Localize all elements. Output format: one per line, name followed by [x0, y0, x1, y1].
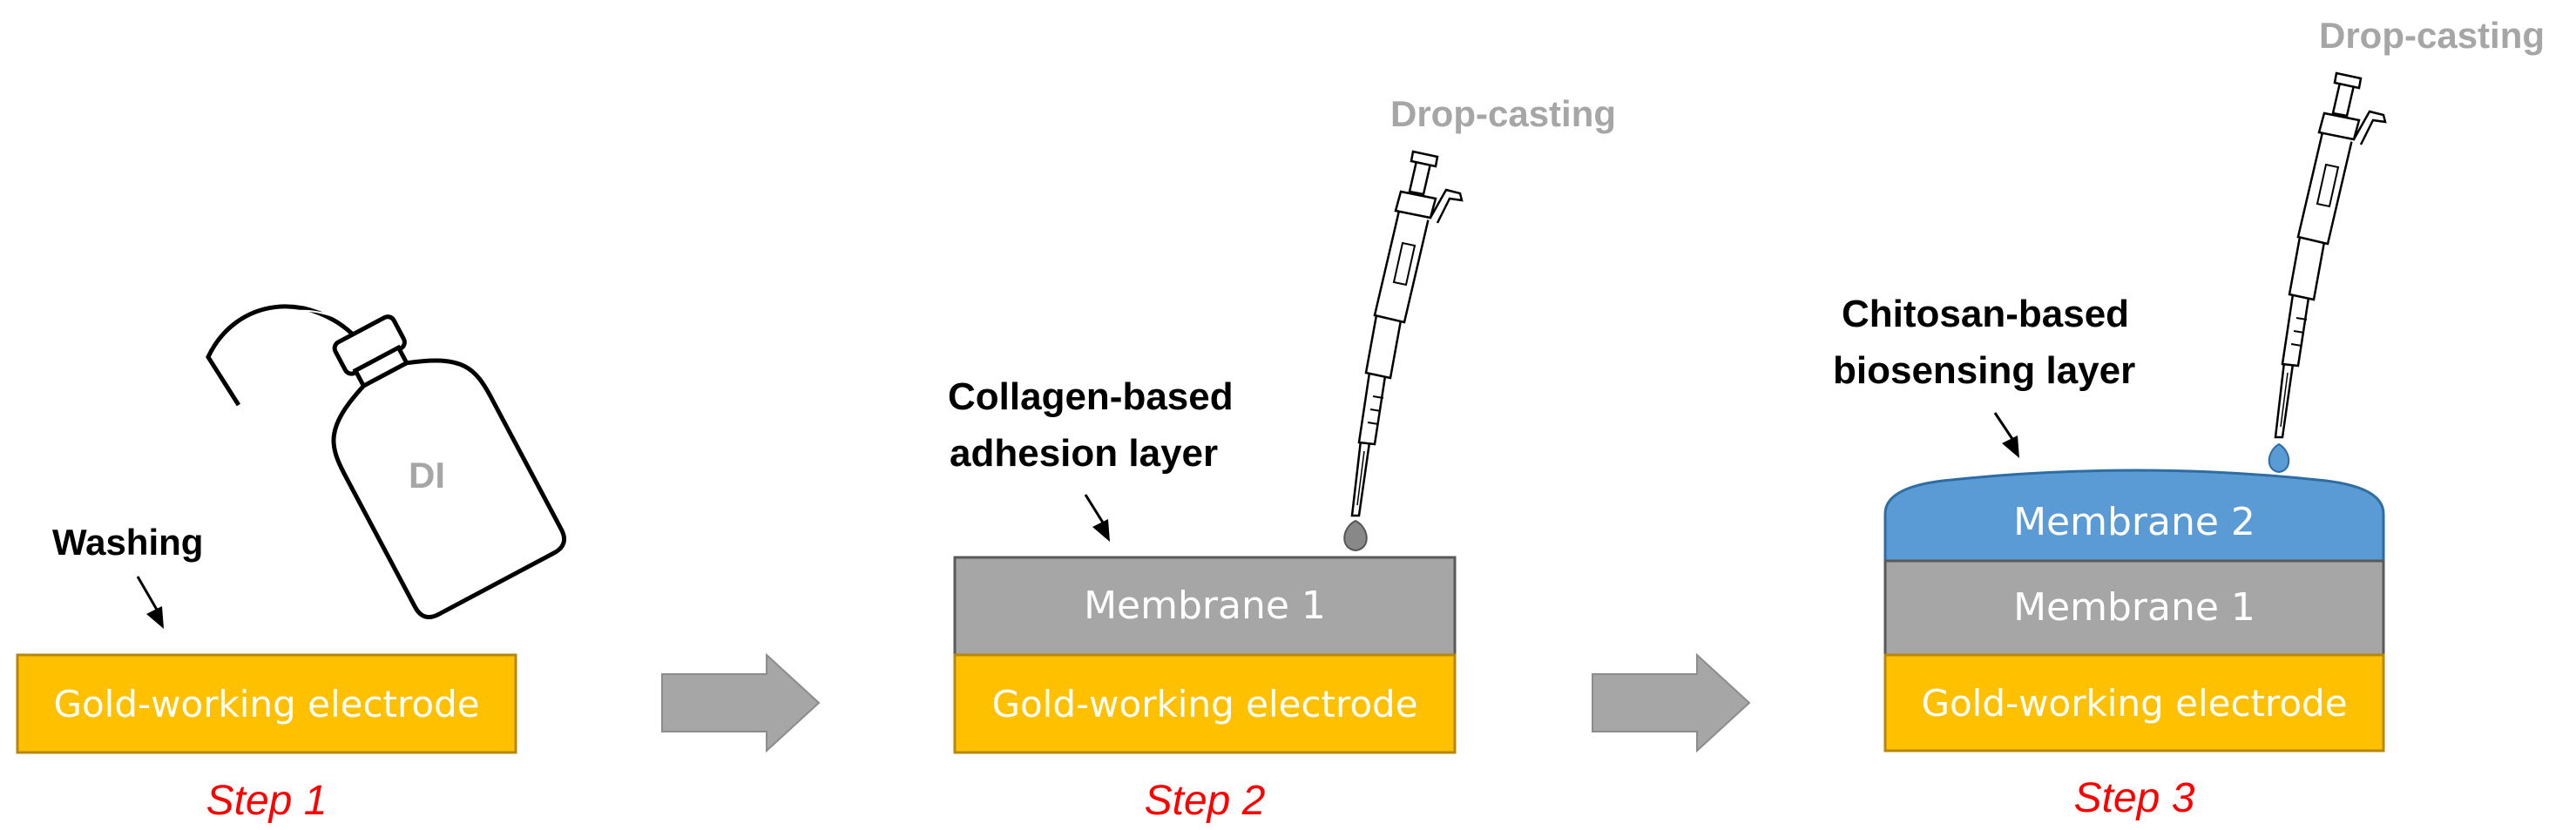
- gold-electrode-3: [1883, 653, 2385, 752]
- collagen-annotation-line2: adhesion layer: [950, 432, 1218, 475]
- gold-electrode-3-label: Gold-working electrode: [1921, 682, 2347, 725]
- chitosan-pointer: [1993, 412, 2014, 440]
- washing-annotation: Washing: [52, 522, 203, 563]
- gold-electrode-1: [16, 653, 517, 754]
- membrane1-step2-label: Membrane 1: [1084, 584, 1326, 628]
- membrane1-step3-label: Membrane 1: [2013, 585, 2255, 630]
- gold-electrode-2-label: Gold-working electrode: [991, 683, 1417, 725]
- pipette-icon: [1350, 150, 1464, 517]
- step2-label: Step 2: [1145, 778, 1266, 824]
- membrane2-step3-label: Membrane 2: [2013, 500, 2255, 544]
- bottle-label: DI: [409, 455, 445, 496]
- gold-electrode-2: [953, 653, 1457, 754]
- step2-group: Collagen-based adhesion layer Drop-casti…: [948, 93, 1616, 824]
- step1-label: Step 1: [206, 778, 328, 824]
- droplet-3: [2268, 442, 2290, 474]
- step3-group: Chitosan-based biosensing layer Drop-cas…: [1833, 15, 2545, 821]
- chitosan-pointer-head: [2002, 435, 2019, 458]
- process-arrow-icon: [1592, 654, 1750, 752]
- chitosan-annotation-line1: Chitosan-based: [1842, 293, 2129, 335]
- drop-casting-label-3: Drop-casting: [2319, 15, 2545, 56]
- step3-label: Step 3: [2074, 775, 2195, 821]
- collagen-pointer: [1084, 494, 1105, 523]
- washing-pointer: [136, 576, 159, 611]
- step1-group: DI Washing Gold-working electrode Step 1: [16, 304, 567, 824]
- collagen-annotation-line1: Collagen-based: [948, 375, 1234, 418]
- droplet-2: [1343, 519, 1368, 552]
- washing-pointer-head: [146, 606, 164, 629]
- chitosan-annotation-line2: biosensing layer: [1833, 349, 2135, 392]
- membrane1-step2: [953, 556, 1457, 657]
- drop-casting-label-2: Drop-casting: [1390, 93, 1616, 134]
- process-arrow-icon: [661, 654, 820, 752]
- collagen-pointer-head: [1092, 519, 1110, 542]
- membrane2-step3: [1883, 469, 2385, 563]
- pipette-icon: [2274, 71, 2387, 439]
- wash-bottle-icon: DI: [206, 304, 567, 620]
- gold-electrode-1-label: Gold-working electrode: [53, 683, 479, 725]
